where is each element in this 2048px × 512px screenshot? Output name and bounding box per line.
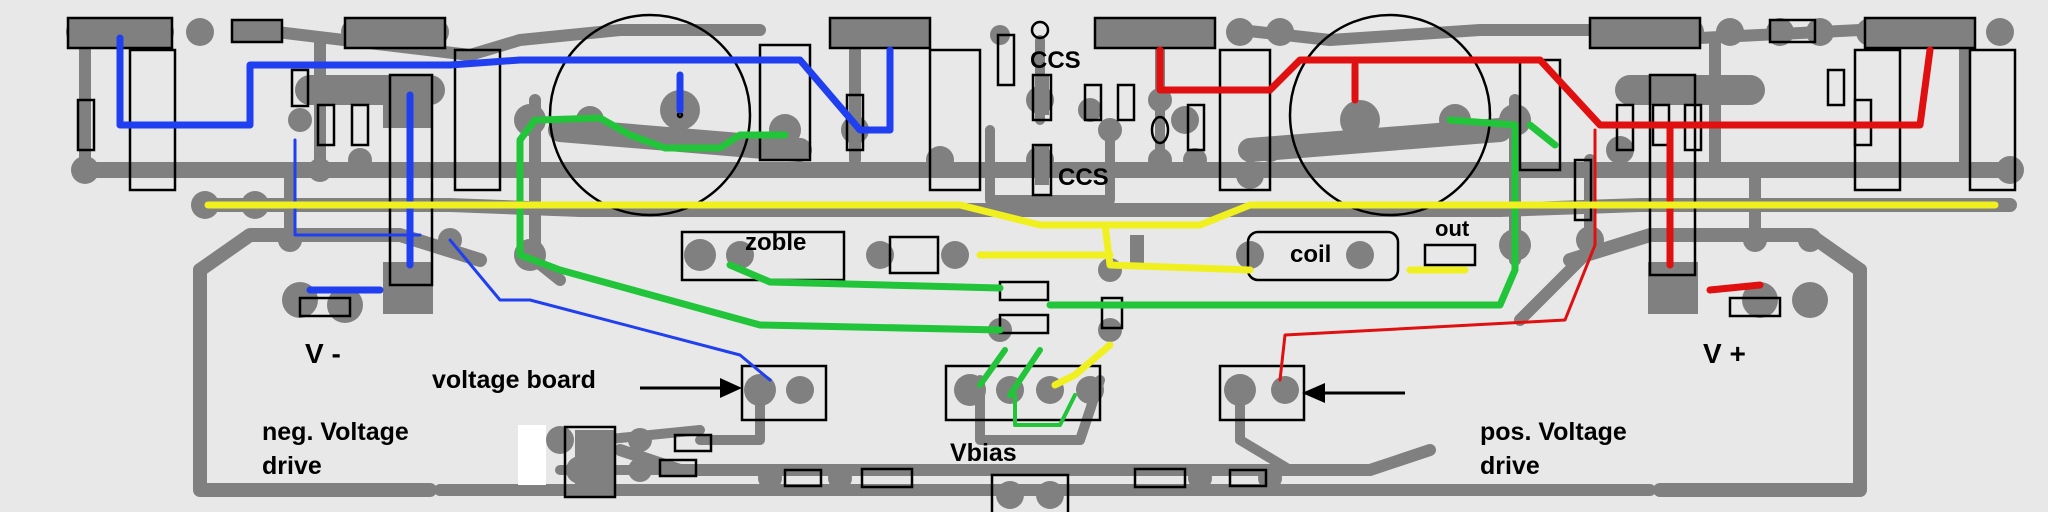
label-vbias: Vbias [950,439,1017,467]
label-pos-voltage-line2: drive [1480,452,1540,480]
output-wire [204,201,1999,229]
label-coil: coil [1290,241,1331,268]
arrows [640,378,1405,403]
label-v-minus: V - [305,338,341,369]
label-v-plus: V + [1703,338,1746,369]
signal-wire [516,116,1004,334]
capacitor-left [548,13,752,217]
transistor-pads [68,18,1975,490]
label-neg-voltage-line2: drive [262,452,322,480]
neg-rail-wire [116,34,894,134]
label-ccs-bottom: CCS [1058,164,1109,191]
wires [116,34,1999,427]
label-zoble: zoble [745,229,806,256]
labels: CCS CCS zoble coil out V - V + voltage b… [262,47,1746,480]
capacitor-right [1288,13,1492,217]
label-ccs-top: CCS [1030,47,1081,74]
label-voltage-board: voltage board [432,366,596,394]
white-block [518,425,546,485]
component-outlines [66,13,2017,512]
label-pos-voltage-line1: pos. Voltage [1480,418,1627,446]
label-out: out [1435,216,1470,241]
pos-rail-wire [1156,46,1934,129]
label-neg-voltage-line1: neg. Voltage [262,418,409,446]
